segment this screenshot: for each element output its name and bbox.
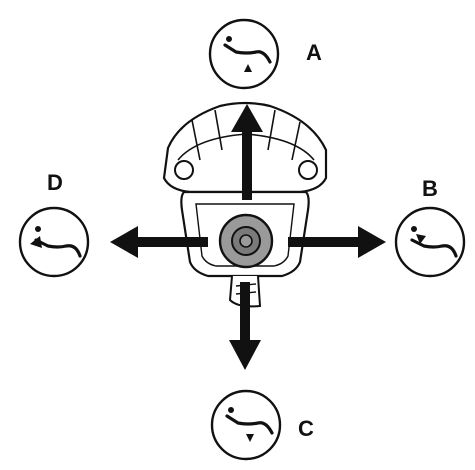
dome-segment-line xyxy=(214,109,223,151)
arrow-left-icon xyxy=(110,226,208,258)
arrow-right-icon xyxy=(288,226,386,258)
chair-seat-raise-icon xyxy=(208,18,280,90)
dome-segment-line xyxy=(191,119,201,161)
label-down: C xyxy=(298,416,314,441)
label-up: A xyxy=(306,40,322,65)
label-right: B xyxy=(422,176,438,201)
left-screw-icon xyxy=(174,160,194,180)
arrow-up-icon xyxy=(231,104,263,200)
right-screw-icon xyxy=(298,160,318,180)
chair-backrest-upright-icon xyxy=(18,206,90,278)
dome-segment-line xyxy=(291,121,301,161)
direction-arrows xyxy=(110,104,386,370)
joystick-body-contour xyxy=(195,203,295,267)
chair-backrest-recline-icon xyxy=(394,206,466,278)
joystick-knob-center xyxy=(239,234,253,248)
arrow-down-icon xyxy=(229,282,261,370)
chair-seat-lower-icon xyxy=(210,389,282,461)
dome-segment-line xyxy=(267,109,276,151)
label-left: D xyxy=(47,170,63,195)
